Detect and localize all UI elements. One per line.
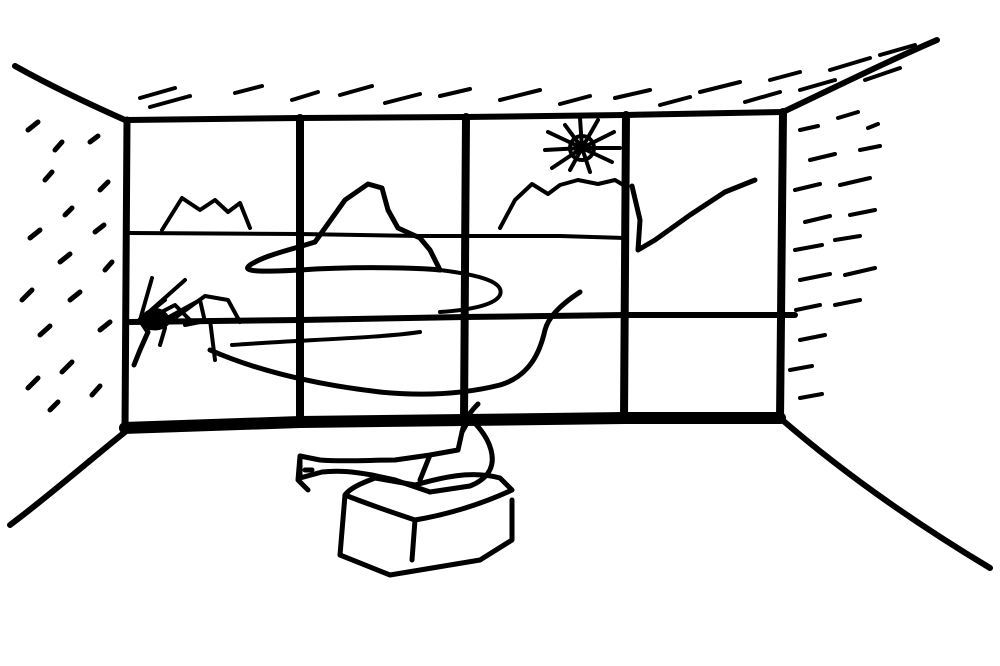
figure-back (427, 415, 495, 495)
floor-left-edge (7, 429, 128, 528)
ceiling-left-edge (12, 63, 128, 123)
left-wall-hatching (19, 119, 115, 413)
landscape-view (128, 177, 758, 397)
rock-peak-center (312, 181, 443, 273)
horizon-line (128, 231, 627, 240)
beach-curve (207, 289, 583, 397)
bay-curve (438, 268, 503, 314)
figure-head (459, 401, 481, 435)
sun-rays (543, 116, 622, 174)
distant-mountain-left (160, 196, 252, 232)
floor-right-edge (777, 415, 993, 571)
rock-peak-shore (245, 239, 443, 274)
window-mullion-3 (620, 111, 630, 422)
right-wall-hatching (788, 110, 882, 400)
ceiling-right-edge (780, 37, 940, 115)
window-top-bar (122, 109, 786, 123)
shoreline-curve (230, 330, 422, 347)
room-outline (7, 37, 993, 571)
window-transom (127, 312, 798, 325)
distant-mountain-right (498, 178, 627, 230)
window-right-post (776, 108, 787, 424)
armchair-front (337, 492, 515, 578)
armchair-seat (342, 472, 515, 523)
figure-legs (297, 452, 433, 495)
window-bottom-bar (119, 412, 786, 434)
figure-feet (295, 453, 315, 493)
armchair-arm (409, 517, 418, 563)
hillside-right (629, 177, 758, 253)
ceiling-hatching (138, 43, 917, 109)
palm-tree-crown (140, 308, 171, 331)
window-left-post (121, 116, 131, 434)
seated-figure (295, 401, 515, 578)
sun (543, 116, 622, 174)
window-mullion-2 (460, 113, 470, 424)
